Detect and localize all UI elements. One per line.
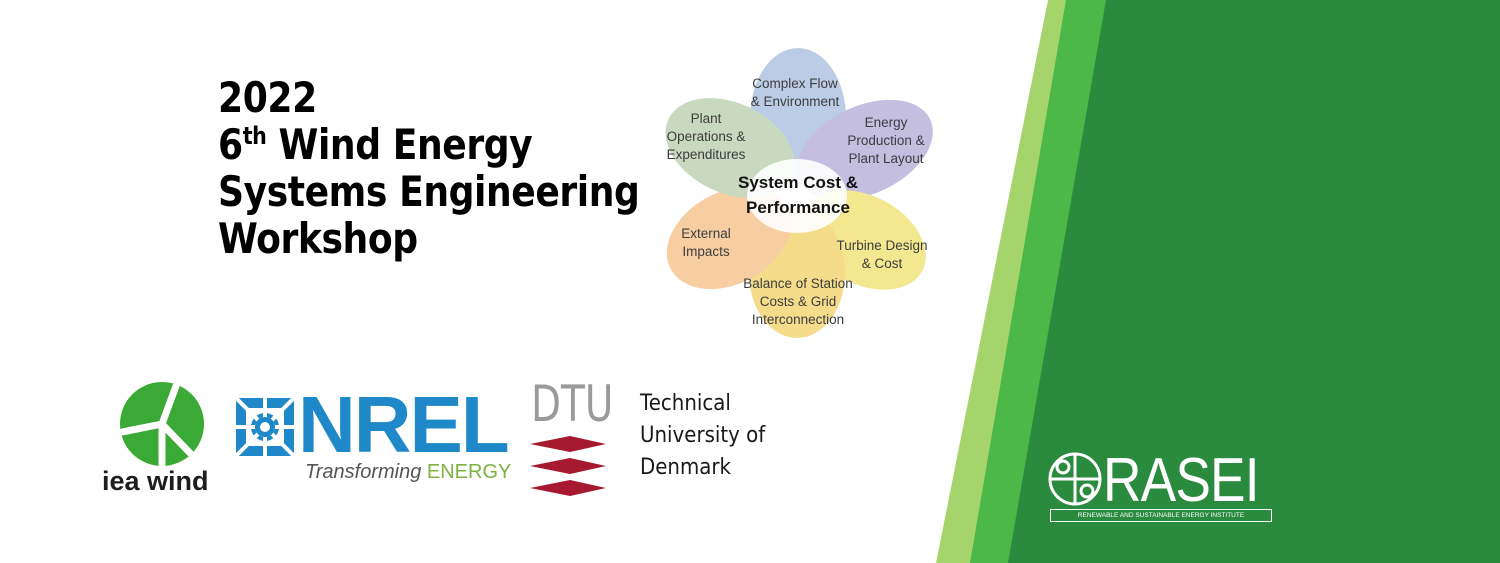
dtu-name-line: Technical	[640, 391, 731, 416]
petal-label-line: Plant Layout	[848, 151, 924, 166]
nrel-tagline-energy: ENERGY	[426, 461, 512, 483]
nrel-ring-icon	[234, 396, 296, 458]
title-ordinal: 6	[218, 120, 243, 169]
dark-green-panel	[1008, 0, 1500, 563]
nrel-tagline-transforming: Transforming	[305, 461, 427, 483]
petal-label-line: Interconnection	[751, 312, 845, 327]
petal-label-line: External	[681, 226, 731, 241]
petal-label-line: Plant	[690, 111, 722, 126]
title-ordinal-suffix: th	[242, 122, 267, 150]
center-label: System Cost & Performance	[732, 170, 864, 220]
petal-label-line: Turbine Design	[836, 238, 928, 253]
petal-label-line: Operations &	[666, 129, 746, 144]
title-year: 2022	[218, 73, 317, 122]
petal-label-line: Balance of Station	[743, 276, 853, 291]
rasei-wordmark: RASEI	[1103, 446, 1260, 515]
petal-label-plant-operations: Plant Operations & Expenditures	[660, 110, 752, 164]
petal-label-line: Production &	[847, 133, 925, 148]
petal-label-line: Energy	[864, 115, 908, 130]
nrel-tagline: Transforming ENERGY	[305, 461, 511, 484]
iea-wind-text: iea wind	[102, 466, 209, 496]
nrel-wordmark: NREL	[298, 380, 510, 469]
title-line-4: Workshop	[218, 214, 418, 263]
center-circle	[747, 159, 847, 233]
petal-label-line: Complex Flow	[752, 76, 838, 91]
petal-label-turbine-design: Turbine Design & Cost	[830, 237, 934, 273]
petal-label-line: & Environment	[750, 94, 840, 109]
center-label-line: System Cost &	[738, 173, 858, 192]
dtu-wordmark: DTU	[531, 375, 614, 433]
workshop-title: 2022 6th Wind Energy Systems Engineering…	[218, 73, 640, 263]
title-line-2: 6th Wind Energy	[218, 121, 639, 168]
petal-label-line: Expenditures	[666, 147, 746, 162]
dtu-name-line: University of	[640, 423, 766, 448]
petal-label-line: & Cost	[861, 256, 903, 271]
petal-label-balance-of-station: Balance of Station Costs & Grid Intercon…	[736, 275, 860, 329]
petal-label-line: Impacts	[682, 244, 730, 259]
petal-label-external-impacts: External Impacts	[668, 225, 744, 261]
title-line-3: Systems Engineering	[218, 167, 640, 216]
dtu-name-line: Denmark	[640, 455, 732, 480]
dtu-university-name: Technical University of Denmark	[640, 388, 765, 484]
petal-label-line: Costs & Grid	[759, 294, 837, 309]
petal-label-energy-production: Energy Production & Plant Layout	[836, 114, 936, 168]
petal-label-complex-flow: Complex Flow & Environment	[740, 75, 850, 111]
title-wind-energy: Wind Energy	[266, 120, 533, 169]
center-label-line: Performance	[746, 198, 850, 217]
rasei-tagline: RENEWABLE AND SUSTAINABLE ENERGY INSTITU…	[1050, 509, 1272, 522]
turbine-icon	[118, 382, 194, 470]
